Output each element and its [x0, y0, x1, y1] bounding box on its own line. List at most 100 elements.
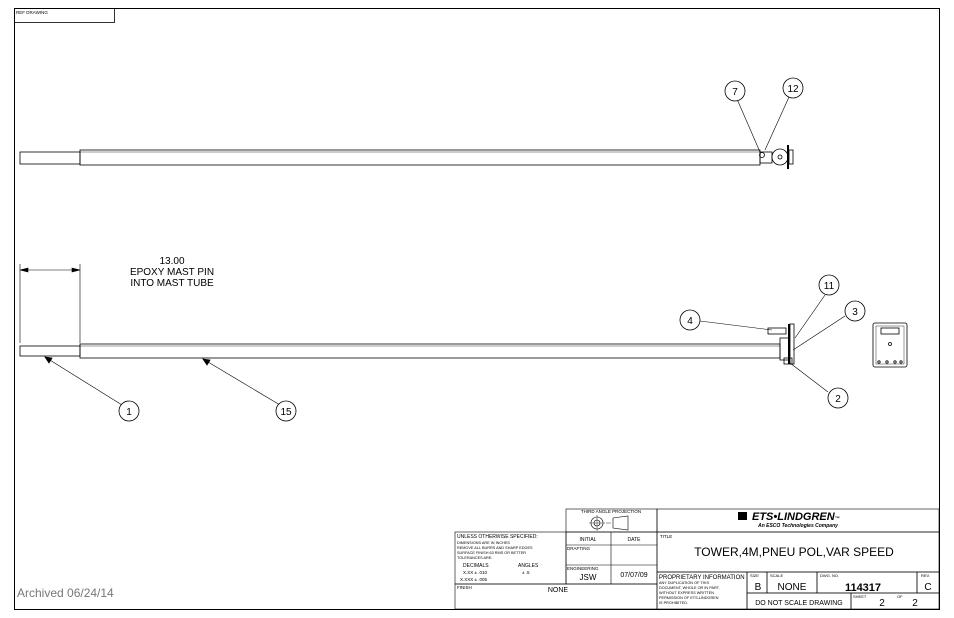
title-label: TITLE — [660, 534, 672, 539]
company-logo-mark — [738, 512, 747, 520]
upper-fastener — [759, 152, 765, 158]
proprietary-line2: DOCUMENT, WHOLE OR IN PART, — [659, 586, 720, 590]
leader-12 — [764, 96, 790, 151]
sheet-value: 2 — [879, 598, 885, 609]
end-view-inner — [875, 325, 905, 365]
end-view-hole-4 — [899, 360, 903, 364]
rev-value: C — [924, 582, 931, 593]
balloon-1: 1 — [118, 400, 140, 422]
leader-2 — [789, 362, 829, 393]
leader-4 — [699, 320, 773, 331]
xxx-tolerance: X.XXX ± .005 — [460, 577, 487, 582]
leader-15-arrow — [202, 358, 211, 366]
balloon-3-label: 3 — [852, 307, 858, 318]
balloon-2-label: 2 — [835, 394, 841, 405]
engineering-date: 07/07/09 — [620, 572, 647, 579]
finish-label: FINISH — [457, 585, 472, 590]
proprietary-title: PROPRIETARY INFORMATION — [659, 575, 745, 581]
upper-mast-pin — [19, 151, 81, 165]
balloon-11: 11 — [818, 274, 840, 296]
title-block — [454, 508, 940, 610]
burrs-line1: REMOVE ALL BURRS AND SHARP EDGES — [457, 546, 533, 550]
angle-tolerance: ± .5 — [522, 570, 530, 575]
dims-inches: DIMENSIONS ARE IN INCHES — [457, 541, 510, 545]
proprietary-line1: ANY DUPLICATION OF THIS — [659, 581, 709, 585]
size-label: SIZE — [750, 573, 759, 578]
balloon-15-label: 15 — [280, 407, 292, 418]
end-view-plate — [872, 322, 908, 368]
leader-11 — [794, 294, 826, 339]
of-label: OF — [897, 594, 903, 599]
balloon-7: 7 — [724, 80, 746, 102]
upper-end-pulley-hub — [777, 154, 783, 160]
leader-15 — [202, 358, 281, 406]
leader-3 — [792, 315, 846, 351]
balloon-1-label: 1 — [126, 407, 132, 418]
company-name: ETS•LINDGREN™ — [752, 511, 840, 523]
end-view-detail — [872, 322, 908, 368]
ref-drawing-box — [14, 8, 115, 23]
balloon-2: 2 — [827, 387, 849, 409]
balloon-12-label: 12 — [787, 84, 799, 95]
end-view-hole-1 — [877, 360, 881, 364]
proprietary-line3: WITHOUT EXPRESS WRITTEN — [659, 591, 714, 595]
projection-cone — [612, 515, 629, 531]
dimension-note-line1: EPOXY MAST PIN — [130, 267, 214, 278]
leader-7 — [736, 98, 761, 153]
date-label: DATE — [628, 537, 642, 543]
scale-value: NONE — [778, 582, 807, 593]
upper-assembly — [19, 96, 794, 169]
sheet-border — [14, 8, 940, 610]
drawing-title: TOWER,4M,PNEU POL,VAR SPEED — [694, 545, 894, 559]
leader-1-arrow — [44, 356, 53, 364]
balloon-11-label: 11 — [824, 281, 835, 292]
dimension-note-line2: INTO MAST TUBE — [130, 278, 214, 289]
balloon-4-label: 4 — [687, 316, 693, 327]
lower-assembly — [19, 294, 846, 406]
upper-end-cap — [788, 149, 794, 165]
decimals-label: DECIMALS — [463, 563, 489, 569]
leader-1 — [44, 356, 123, 406]
finish-value: NONE — [548, 587, 569, 594]
balloon-15: 15 — [275, 400, 297, 422]
drafting-label: DRAFTING — [567, 546, 590, 551]
balloon-12: 12 — [782, 77, 804, 99]
engineering-initial: JSW — [580, 573, 597, 582]
company-subtitle: An ESCO Technologies Company — [757, 523, 838, 529]
end-view-hole-center — [888, 342, 892, 346]
dwgno-value: 114317 — [845, 582, 881, 594]
upper-mast-tube — [79, 149, 761, 166]
end-view-bracket — [880, 327, 900, 335]
dimension-13 — [19, 264, 81, 343]
dwgno-label: DWG. NO. — [820, 573, 839, 578]
projection-label: THIRD ANGLE PROJECTION — [581, 509, 641, 514]
dim-arrow-left — [19, 267, 29, 273]
lower-clamp — [779, 337, 790, 361]
end-view-hole-3 — [893, 360, 897, 364]
ref-drawing-label: REF DRAWING — [16, 10, 48, 15]
balloon-3: 3 — [844, 300, 866, 322]
sheet-box — [850, 592, 940, 610]
archived-stamp: Archived 06/24/14 — [17, 586, 114, 600]
xx-tolerance: X.XX ± .010 — [463, 570, 487, 575]
of-value: 2 — [912, 598, 918, 609]
lower-top-bracket — [767, 327, 787, 335]
sheet-label: SHEET — [853, 594, 867, 599]
dim-arrow-right — [71, 267, 81, 273]
dimension-value: 13.00 — [159, 256, 184, 267]
burrs-line2: SURFACE FINISH 63 RMS OR BETTER — [457, 551, 526, 555]
company-logo: ETS•LINDGREN™ An ESCO Technologies Compa… — [738, 511, 840, 529]
upper-end-pulley — [771, 148, 789, 166]
angles-label: ANGLES — [518, 563, 539, 569]
balloon-7-label: 7 — [732, 87, 738, 98]
proprietary-line4: PERMISSION OF ETS-LINDGREN — [659, 596, 719, 600]
proprietary-line5: IS PROHIBITED. — [659, 601, 688, 605]
lower-bottom-tab — [783, 357, 793, 365]
balloon-4: 4 — [679, 309, 701, 331]
end-view-hole-2 — [885, 360, 889, 364]
rev-label: REV. — [921, 573, 930, 578]
initial-label: INITIAL — [580, 537, 597, 543]
unless-specified: UNLESS OTHERWISE SPECIFIED: — [457, 534, 538, 540]
engineering-label: ENGINEERING — [567, 566, 599, 571]
